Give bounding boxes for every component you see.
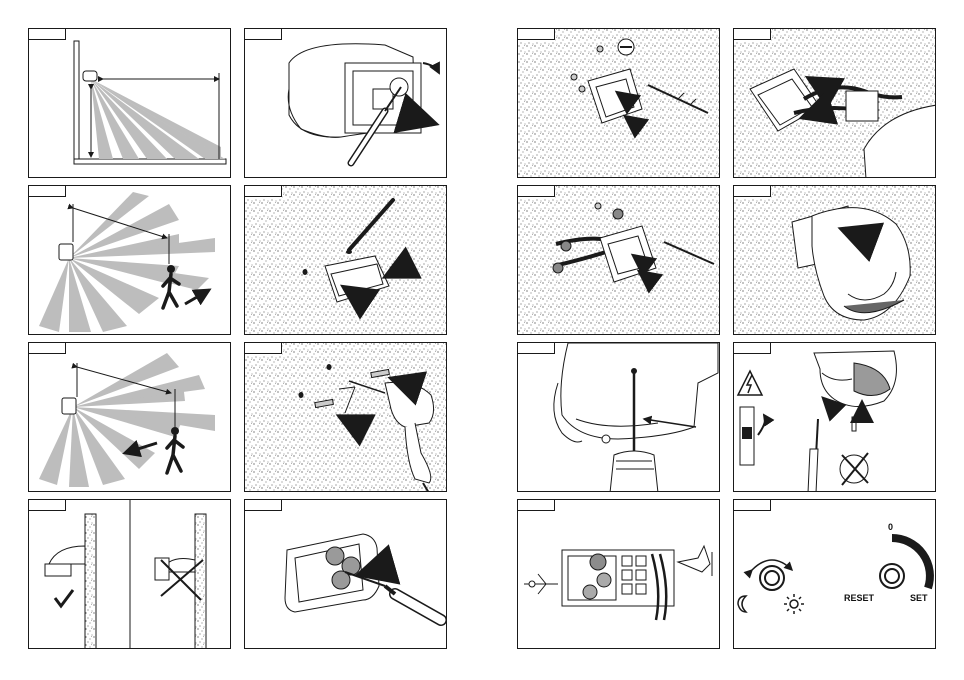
moon-icon bbox=[738, 596, 746, 612]
panel-setting-dials: 0 RESET SET bbox=[733, 499, 936, 649]
time-dial-icon[interactable] bbox=[880, 564, 904, 588]
panel-mark-bracket bbox=[244, 185, 447, 335]
panel-radial-walk bbox=[28, 342, 231, 492]
setting-dials-icon bbox=[734, 500, 936, 649]
detection-range-side-icon bbox=[29, 29, 231, 178]
cable-bracket-icon bbox=[518, 186, 720, 335]
attach-sensor-icon bbox=[734, 186, 936, 335]
dial-zero-label: 0 bbox=[888, 522, 893, 532]
terminal-wiring-icon bbox=[518, 500, 720, 649]
drill-wall-icon bbox=[245, 343, 447, 492]
panel-attach-sensor bbox=[733, 185, 936, 335]
panel-mains-warning bbox=[733, 342, 936, 492]
knockout-grommet-icon bbox=[245, 500, 447, 649]
panel-drill-cover bbox=[517, 342, 720, 492]
sun-icon bbox=[784, 594, 804, 614]
panel-knockout bbox=[244, 499, 447, 649]
screw-bracket-icon bbox=[518, 29, 720, 178]
panel-remove-cover bbox=[244, 28, 447, 178]
wall-bracket-marking-icon bbox=[245, 186, 447, 335]
panel-detection-range bbox=[28, 28, 231, 178]
panel-connect-wires bbox=[733, 28, 936, 178]
lux-dial-icon[interactable] bbox=[752, 560, 792, 590]
remove-cover-screwdriver-icon bbox=[245, 29, 447, 178]
panel-terminal-wiring bbox=[517, 499, 720, 649]
panel-mounting-position bbox=[28, 499, 231, 649]
set-label: SET bbox=[910, 593, 928, 603]
connect-wires-icon bbox=[734, 29, 936, 178]
panel-tangential-walk bbox=[28, 185, 231, 335]
panel-screw-bracket bbox=[517, 28, 720, 178]
panel-cable-bracket bbox=[517, 185, 720, 335]
tangential-walk-icon bbox=[29, 186, 231, 335]
drill-cover-icon bbox=[518, 343, 720, 492]
reset-label: RESET bbox=[844, 593, 874, 603]
mounting-position-icon bbox=[29, 500, 231, 649]
mains-warning-icon bbox=[734, 343, 936, 492]
panel-drill-wall bbox=[244, 342, 447, 492]
radial-walk-icon bbox=[29, 343, 231, 492]
